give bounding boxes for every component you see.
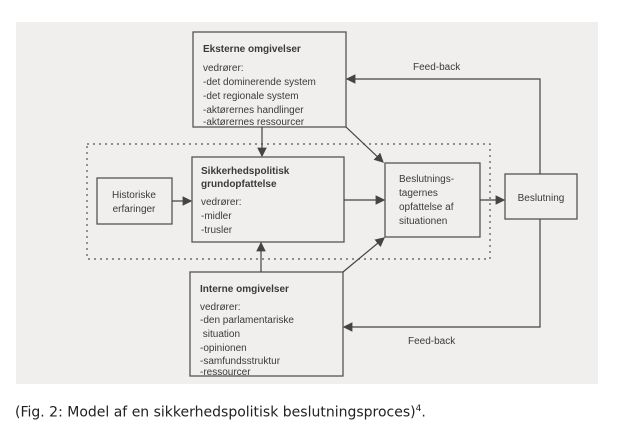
- text-line: -det dominerende system: [203, 77, 316, 88]
- dashed-boundary: [86, 143, 491, 260]
- text-line: Historiske: [112, 190, 156, 201]
- text-line: situation: [200, 329, 240, 340]
- caption-end: .: [421, 404, 426, 421]
- arrow-internal-to-perception: [342, 237, 385, 273]
- external-title: Eksterne omgivelser: [203, 44, 301, 55]
- text-line: vedrører:: [201, 197, 242, 208]
- core-title: Sikkerhedspolitisk: [201, 166, 290, 177]
- text-line: situationen: [399, 216, 447, 227]
- text-line: vedrører:: [203, 63, 244, 74]
- text-line: erfaringer: [113, 204, 156, 215]
- feedback-top-arrow: [345, 74, 541, 174]
- caption-text: (Fig. 2: Model af en sikkerhedspolitisk …: [15, 404, 416, 421]
- figure-caption: (Fig. 2: Model af en sikkerhedspolitisk …: [15, 404, 426, 421]
- footnote-marker: 4: [415, 404, 422, 414]
- feedback-top-label: Feed-back: [413, 62, 461, 73]
- text-line: -det regionale system: [203, 91, 299, 102]
- core-title: grundopfattelse: [201, 179, 277, 190]
- arrow-external-to-perception: [345, 126, 384, 163]
- text-line: Beslutnings-: [399, 174, 454, 185]
- text-line: -midler: [201, 211, 232, 222]
- text-line: -aktørernes ressourcer: [203, 117, 305, 128]
- feedback-bottom-label: Feed-back: [408, 336, 456, 347]
- decision-label: Beslutning: [518, 193, 565, 204]
- internal-title: Interne omgivelser: [200, 284, 289, 295]
- text-line: -den parlamentariske: [200, 315, 294, 326]
- text-line: -samfundsstruktur: [200, 356, 281, 367]
- text-line: vedrører:: [200, 302, 241, 313]
- text-line: -trusler: [201, 225, 233, 236]
- text-line: -opinionen: [200, 343, 247, 354]
- text-line: opfattelse af: [399, 202, 454, 213]
- text-line: tagernes: [399, 188, 438, 199]
- text-line: -ressourcer: [200, 367, 251, 378]
- text-line: -aktørernes handlinger: [203, 105, 304, 116]
- feedback-bottom-arrow: [342, 219, 541, 332]
- arrows: [172, 74, 541, 332]
